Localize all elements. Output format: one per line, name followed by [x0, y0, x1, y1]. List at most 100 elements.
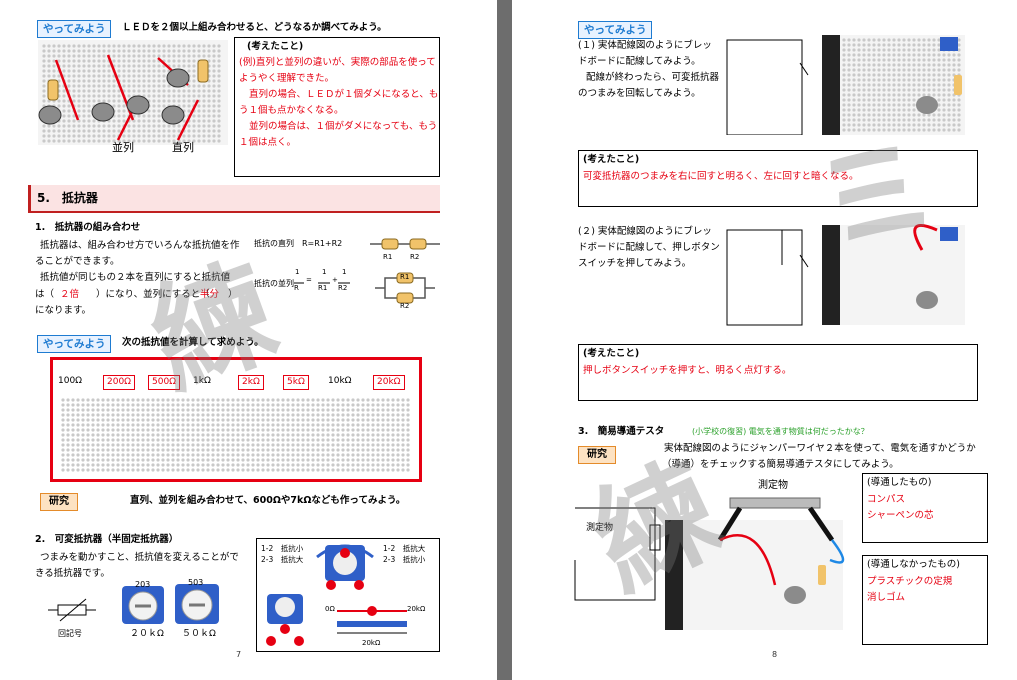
breadboard-hole — [867, 73, 871, 77]
breadboard-hole — [331, 423, 335, 427]
breadboard-hole — [932, 53, 936, 57]
breadboard-hole — [137, 49, 141, 53]
breadboard-hole — [376, 443, 380, 447]
breadboard-hole — [161, 458, 165, 462]
dut-label: 測定物 — [586, 523, 614, 533]
breadboard-hole — [346, 438, 350, 442]
breadboard-hole — [217, 99, 221, 103]
breadboard-hole — [217, 44, 221, 48]
breadboard-hole — [217, 54, 221, 58]
breadboard-hole — [107, 74, 111, 78]
breadboard-hole — [406, 448, 410, 452]
breadboard-hole — [246, 428, 250, 432]
breadboard-hole — [271, 448, 275, 452]
breadboard-hole — [286, 438, 290, 442]
breadboard-hole — [52, 69, 56, 73]
diagram-text: 0Ω — [325, 605, 335, 613]
breadboard-hole — [176, 413, 180, 417]
breadboard-hole — [96, 468, 100, 472]
breadboard-hole — [852, 108, 856, 112]
breadboard-hole — [181, 458, 185, 462]
breadboard-hole — [127, 64, 131, 68]
breadboard-hole — [882, 48, 886, 52]
try-instruction: 次の抵抗値を計算して求めよう。 — [122, 337, 264, 348]
breadboard-hole — [171, 423, 175, 427]
breadboard-hole — [907, 123, 911, 127]
breadboard-hole — [122, 104, 126, 108]
breadboard-hole — [356, 418, 360, 422]
breadboard-hole — [376, 438, 380, 442]
breadboard-hole — [201, 443, 205, 447]
breadboard-hole — [391, 463, 395, 467]
breadboard-hole — [351, 438, 355, 442]
breadboard-hole — [847, 128, 851, 132]
breadboard-hole — [212, 134, 216, 138]
breadboard-hole — [127, 94, 131, 98]
breadboard-hole — [116, 438, 120, 442]
breadboard-hole — [136, 398, 140, 402]
breadboard-hole — [216, 438, 220, 442]
breadboard-hole — [61, 418, 65, 422]
breadboard-hole — [847, 118, 851, 122]
breadboard-hole — [172, 134, 176, 138]
breadboard-hole — [887, 103, 891, 107]
breadboard-hole — [236, 428, 240, 432]
breadboard-hole — [356, 443, 360, 447]
breadboard-hole — [107, 49, 111, 53]
breadboard-hole — [146, 433, 150, 437]
breadboard-hole — [81, 458, 85, 462]
breadboard-hole — [331, 408, 335, 412]
breadboard-hole — [892, 58, 896, 62]
breadboard-hole — [102, 44, 106, 48]
breadboard-hole — [211, 443, 215, 447]
breadboard-hole — [152, 134, 156, 138]
breadboard-hole — [351, 448, 355, 452]
breadboard-hole — [42, 59, 46, 63]
breadboard-hole — [246, 418, 250, 422]
breadboard-hole — [286, 423, 290, 427]
breadboard-hole — [321, 428, 325, 432]
breadboard-hole — [952, 118, 956, 122]
breadboard-hole — [892, 68, 896, 72]
breadboard-hole — [91, 438, 95, 442]
breadboard-hole — [106, 413, 110, 417]
breadboard-hole — [937, 128, 941, 132]
breadboard-hole — [202, 54, 206, 58]
breadboard-hole — [842, 73, 846, 77]
breadboard-hole — [207, 129, 211, 133]
breadboard-hole — [166, 443, 170, 447]
breadboard-hole — [96, 433, 100, 437]
breadboard-hole — [207, 134, 211, 138]
breadboard-hole — [937, 78, 941, 82]
breadboard-hole — [872, 73, 876, 77]
breadboard-hole — [77, 84, 81, 88]
breadboard-hole — [212, 94, 216, 98]
breadboard-hole — [401, 433, 405, 437]
breadboard-hole — [202, 134, 206, 138]
breadboard-hole — [216, 418, 220, 422]
breadboard-hole — [311, 448, 315, 452]
breadboard-hole — [82, 124, 86, 128]
breadboard-hole — [341, 453, 345, 457]
breadboard-hole — [217, 89, 221, 93]
breadboard-hole — [276, 453, 280, 457]
breadboard-hole — [927, 128, 931, 132]
breadboard-hole — [356, 468, 360, 472]
breadboard-hole — [927, 48, 931, 52]
breadboard-hole — [271, 463, 275, 467]
breadboard-hole — [306, 423, 310, 427]
breadboard-hole — [156, 413, 160, 417]
breadboard-hole — [42, 64, 46, 68]
breadboard-hole — [872, 113, 876, 117]
breadboard-hole — [902, 113, 906, 117]
breadboard-hole — [76, 418, 80, 422]
breadboard-hole — [376, 408, 380, 412]
breadboard-hole — [212, 89, 216, 93]
breadboard-hole — [82, 94, 86, 98]
breadboard-hole — [897, 38, 901, 42]
breadboard-hole — [191, 433, 195, 437]
breadboard-hole — [66, 463, 70, 467]
breadboard-hole — [231, 423, 235, 427]
breadboard-hole — [226, 458, 230, 462]
breadboard-hole — [842, 38, 846, 42]
